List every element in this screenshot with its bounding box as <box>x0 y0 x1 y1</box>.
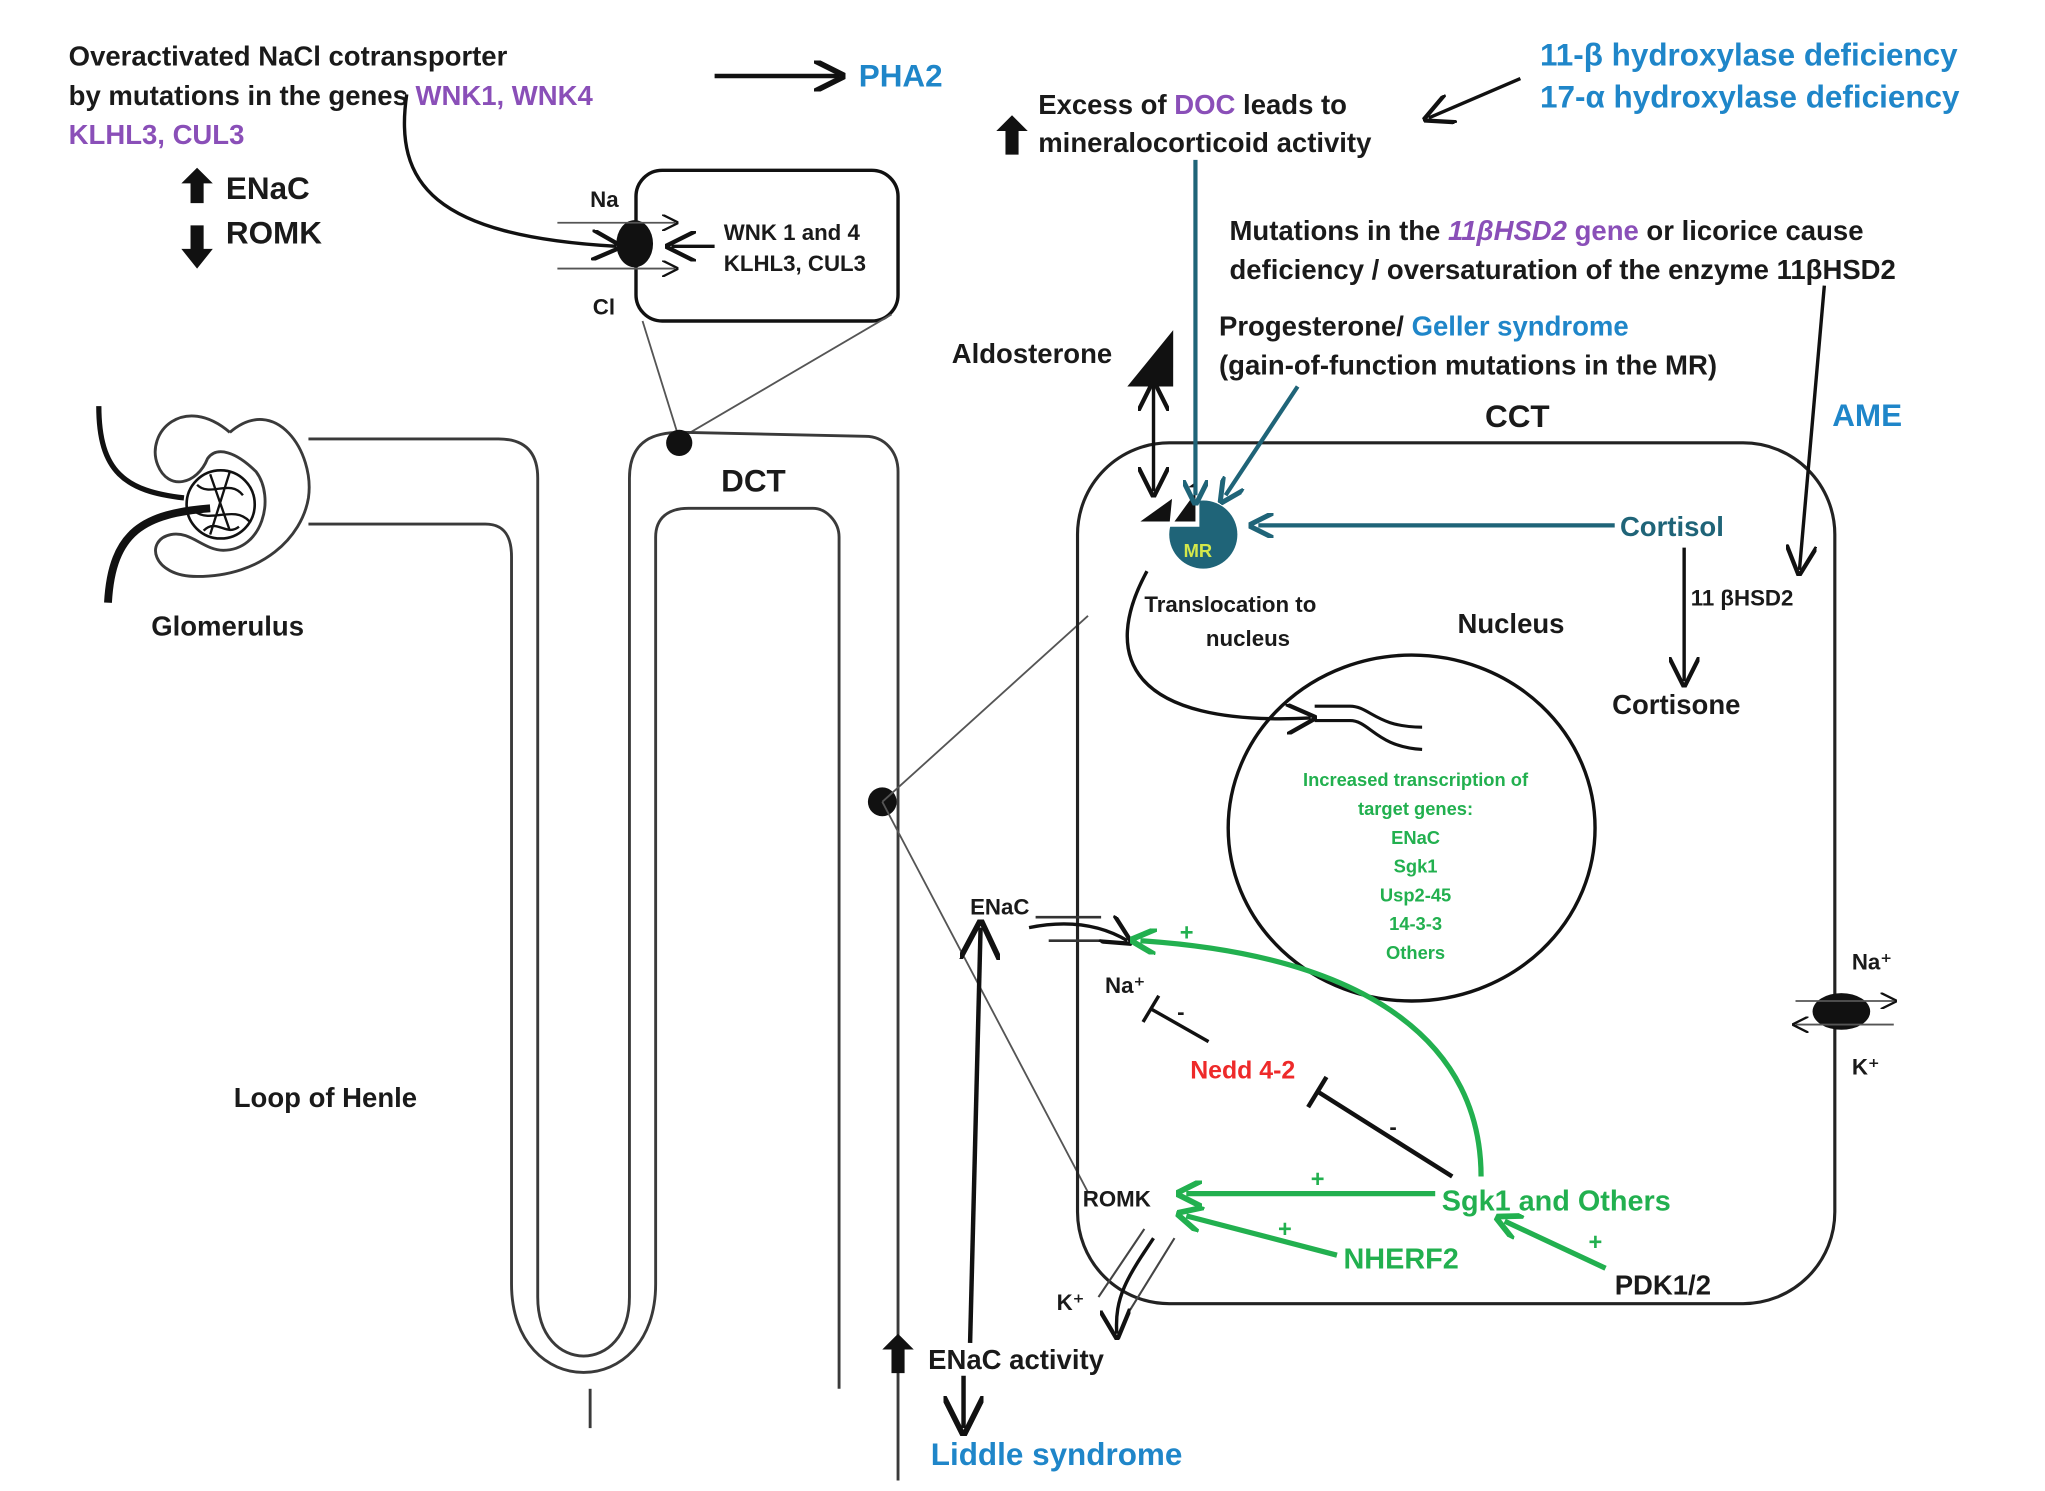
aldosterone-icon <box>1127 330 1174 387</box>
transcription-item: Increased transcription of <box>1303 769 1529 790</box>
hsd2-note-line-1: Mutations in the 11βHSD2 gene or licoric… <box>1230 215 1864 246</box>
transcription-item: 14-3-3 <box>1389 913 1442 934</box>
nucleus-membrane <box>1226 653 1597 1003</box>
gene-klhl3-cul3: KLHL3, CUL3 <box>69 119 245 150</box>
doc-line-1: Excess of DOC leads to <box>1038 89 1347 120</box>
enzyme-label: 11 βHSD2 <box>1691 585 1794 610</box>
translocation-line-2: nucleus <box>1206 626 1290 651</box>
minus-sign: - <box>1177 999 1184 1024</box>
nedd-inhibit-line <box>1150 1007 1210 1044</box>
transcription-list: Increased transcription of target genes:… <box>1303 769 1529 963</box>
ncc-transporter-icon <box>616 220 654 268</box>
transcription-item: ENaC <box>1391 827 1440 848</box>
na-entry-arrow <box>1028 924 1127 941</box>
cct-connector-top <box>881 615 1089 803</box>
aldosterone-label: Aldosterone <box>952 338 1112 369</box>
geller-line-2: (gain-of-function mutations in the MR) <box>1219 350 1717 381</box>
glomerulus-label: Glomerulus <box>151 610 304 641</box>
transcription-item: Sgk1 <box>1394 856 1438 877</box>
gene-wnk: WNK1, WNK4 <box>416 80 594 111</box>
enac-activity-label: ENaC activity <box>928 1344 1104 1375</box>
transcription-item: Others <box>1386 942 1445 963</box>
wnk-label: WNK 1 and 4 <box>724 220 861 245</box>
dct-transporter-dot <box>666 429 693 456</box>
k-plus-label: K⁺ <box>1057 1290 1085 1315</box>
cct-label: CCT <box>1485 399 1550 434</box>
geller-to-mr-arrow <box>1226 385 1300 496</box>
deficiency-11b: 11-β hydroxylase deficiency <box>1540 38 1958 73</box>
enac-label: ENaC <box>970 895 1029 920</box>
dct-label: DCT <box>721 463 786 498</box>
cl-label: Cl <box>593 294 615 319</box>
translocation-line-1: Translocation to <box>1144 592 1316 617</box>
pump-na-label: Na⁺ <box>1852 950 1892 975</box>
loop-of-henle-label: Loop of Henle <box>234 1082 417 1113</box>
cct-connector-bottom <box>881 801 1089 1193</box>
transcription-item: target genes: <box>1358 798 1473 819</box>
geller-syndrome: Geller syndrome <box>1412 310 1629 341</box>
sgk-to-enac-arrow <box>1140 941 1484 1177</box>
hsd2-deficiency-arrow <box>1799 285 1827 570</box>
doc-line-2: mineralocorticoid activity <box>1038 127 1372 158</box>
sgk-inhibit-nedd-line <box>1316 1089 1454 1179</box>
up-arrow-icon <box>882 1333 914 1374</box>
romk-channel-left <box>1097 1228 1146 1298</box>
nedd-label: Nedd 4-2 <box>1190 1056 1295 1084</box>
note-line-1: Overactivated NaCl cotransporter <box>69 41 508 72</box>
mr-label: MR <box>1184 540 1213 561</box>
pump-k-label: K⁺ <box>1852 1054 1880 1079</box>
enac-up-label: ENaC <box>226 171 310 206</box>
curve-arrow-to-ncc <box>402 94 616 246</box>
nherf2-to-romk-arrow <box>1186 1216 1338 1258</box>
plus-sign: + <box>1278 1216 1292 1242</box>
na-plus-label: Na⁺ <box>1105 973 1145 998</box>
dna-icon <box>1314 704 1423 752</box>
na-k-pump-icon <box>1812 993 1871 1030</box>
pdk-label: PDK1/2 <box>1615 1269 1711 1300</box>
hsd2-gene: 11βHSD2 <box>1448 215 1568 246</box>
up-arrow-icon <box>181 167 213 204</box>
nedd-inhibit-bar <box>1141 994 1161 1023</box>
sgk-inhibit-nedd-bar <box>1306 1075 1329 1109</box>
nucleus-label: Nucleus <box>1457 608 1564 639</box>
nacl-cotransporter-note: Overactivated NaCl cotransporter by muta… <box>69 41 594 151</box>
ame-label: AME <box>1832 398 1902 433</box>
romk-label: ROMK <box>1083 1187 1151 1212</box>
up-arrow-icon <box>996 115 1028 155</box>
plus-sign: + <box>1589 1229 1603 1255</box>
note-line-2: by mutations in the genes WNK1, WNK4 <box>69 80 594 111</box>
doc-term: DOC <box>1174 89 1235 120</box>
glomerulus-icon <box>96 406 311 603</box>
nherf2-label: NHERF2 <box>1343 1243 1458 1275</box>
plus-sign: + <box>1180 920 1194 946</box>
na-label: Na <box>590 187 619 212</box>
geller-line-1: Progesterone/ Geller syndrome <box>1219 310 1629 341</box>
down-arrow-icon <box>181 225 213 269</box>
deficiency-17a: 17-α hydroxylase deficiency <box>1540 79 1960 114</box>
minus-sign: - <box>1389 1115 1396 1140</box>
translocation-arrow <box>1125 570 1310 719</box>
plus-sign: + <box>1311 1166 1325 1192</box>
pdk-to-sgk-arrow <box>1505 1221 1607 1271</box>
transcription-item: Usp2-45 <box>1380 884 1451 905</box>
inset-connector-left <box>641 320 681 440</box>
romk-down-label: ROMK <box>226 216 322 251</box>
hsd2-note-line-2: deficiency / oversaturation of the enzym… <box>1230 254 1896 285</box>
liddle-syndrome-label: Liddle syndrome <box>931 1437 1183 1472</box>
cortisone-label: Cortisone <box>1612 689 1740 720</box>
cct-cell-membrane <box>1075 441 1837 1306</box>
sgk1-label: Sgk1 and Others <box>1442 1186 1671 1218</box>
klhl3-cul3-label: KLHL3, CUL3 <box>724 251 866 276</box>
enac-activity-up-arrow <box>970 928 980 1344</box>
k-exit-arrow <box>1117 1237 1155 1334</box>
inset-connector-right <box>678 313 892 440</box>
pha2-label: PHA2 <box>859 58 943 93</box>
romk-channel-right <box>1129 1237 1176 1311</box>
cortisol-label: Cortisol <box>1620 511 1724 542</box>
deficiency-arrow <box>1429 77 1522 118</box>
